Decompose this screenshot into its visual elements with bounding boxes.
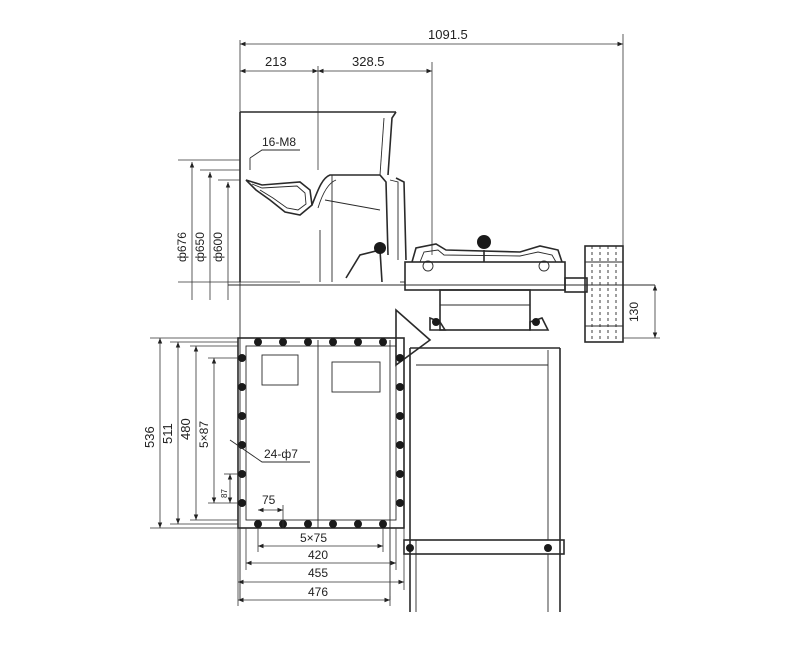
- dim-455: 455: [308, 566, 328, 580]
- dim-536: 536: [142, 426, 157, 448]
- diameter-dimensions: ф676 ф650 ф600: [175, 159, 300, 300]
- flange: 24-ф7: [229, 282, 405, 600]
- top-dimensions: 1091.5 213 328.5: [239, 27, 624, 300]
- dim-dia-600: ф600: [211, 232, 225, 262]
- dim-87-small: 87: [220, 489, 229, 498]
- sprocket: 130: [584, 245, 660, 343]
- hopper: 16-M8: [239, 111, 407, 283]
- dim-dia-676: ф676: [175, 232, 189, 262]
- left-dimensions: 536 511 480 5×87 87: [142, 337, 238, 529]
- gearbox-lube-point: [477, 235, 491, 249]
- dim-left-segment: 213: [265, 54, 287, 69]
- support-frame: [395, 308, 565, 612]
- drive-assembly: [400, 235, 588, 331]
- dim-420: 420: [308, 548, 328, 562]
- dim-75: 75: [262, 493, 276, 507]
- lube-fitting: [374, 242, 386, 254]
- label-m8: 16-M8: [262, 135, 296, 149]
- label-holes: 24-ф7: [264, 447, 298, 461]
- dim-130: 130: [627, 302, 641, 322]
- bolt-holes: [238, 338, 404, 528]
- dim-476: 476: [308, 585, 328, 599]
- dim-480: 480: [178, 418, 193, 440]
- dim-dia-650: ф650: [193, 232, 207, 262]
- dim-5x87: 5×87: [197, 421, 211, 448]
- bottom-dimensions: 75 5×75 420 455 476: [237, 493, 405, 606]
- dim-mid-segment: 328.5: [352, 54, 385, 69]
- dim-overall-width: 1091.5: [428, 27, 468, 42]
- dim-511: 511: [160, 423, 175, 444]
- dim-5x75: 5×75: [300, 531, 327, 545]
